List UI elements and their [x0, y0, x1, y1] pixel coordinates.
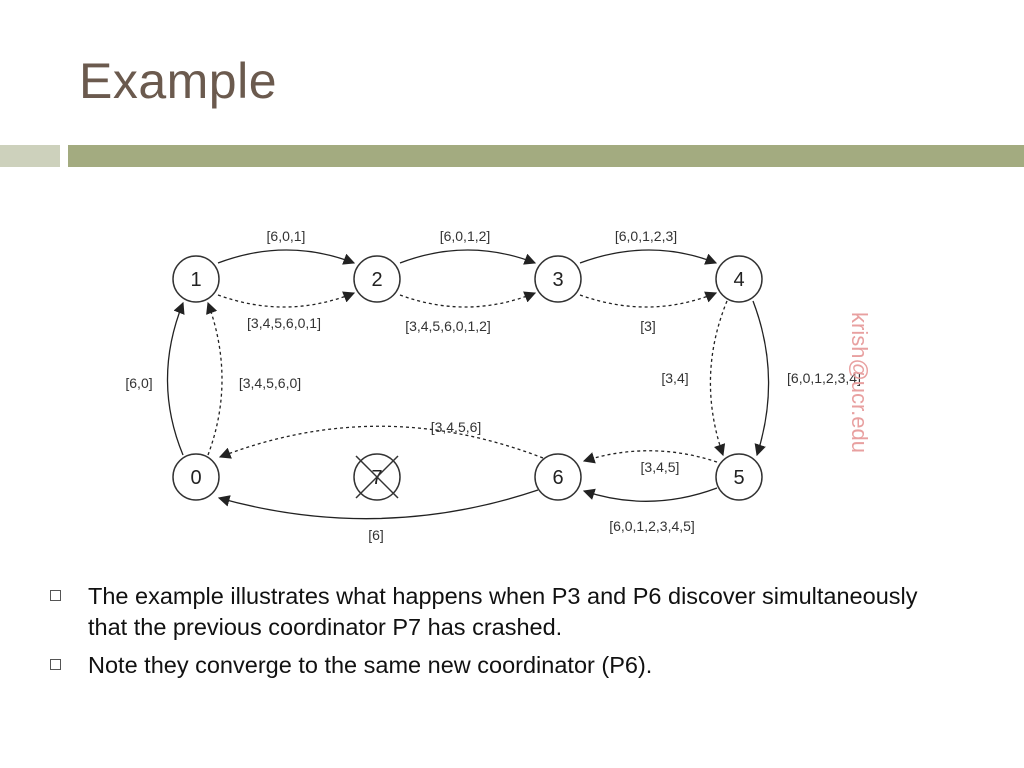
edge-label-5-6-dotted: [3,4,5]	[641, 459, 680, 475]
node-1-label: 1	[190, 269, 201, 291]
node-4-label: 4	[733, 269, 744, 291]
node-5: 5	[715, 453, 763, 501]
node-6-label: 6	[552, 467, 563, 489]
edge-label-6-0-dotted: [3,4,5,6]	[431, 419, 482, 435]
edge-5-6-solid	[582, 487, 718, 502]
bullet-text: The example illustrates what happens whe…	[88, 583, 918, 640]
edge-label-1-2-solid: [6,0,1]	[267, 228, 306, 244]
edge-3-4-solid	[579, 249, 718, 265]
edge-1-2-dotted	[217, 291, 356, 308]
node-1: 1	[172, 255, 220, 303]
edge-0-1-solid	[166, 301, 185, 456]
edge-label-4-5-solid: [6,0,1,2,3,4]	[787, 370, 861, 386]
edge-3-4-dotted	[579, 291, 718, 308]
edge-label-5-6-solid: [6,0,1,2,3,4,5]	[609, 518, 695, 534]
edges	[166, 249, 770, 520]
slide-title: Example	[79, 53, 278, 109]
edge-1-2-solid	[217, 249, 356, 265]
edge-6-0-dotted	[218, 425, 544, 459]
edge-label-2-3-dotted: [3,4,5,6,0,1,2]	[405, 318, 491, 334]
bullet-list: The example illustrates what happens whe…	[50, 581, 950, 688]
crash-cross-line-b	[355, 455, 399, 499]
bullet-square-icon	[50, 590, 61, 601]
edge-label-6-0-solid: [6]	[368, 527, 384, 543]
edge-label-0-1-dotted: [3,4,5,6,0]	[239, 375, 301, 391]
edge-2-3-dotted	[399, 291, 537, 308]
edge-label-1-2-dotted: [3,4,5,6,0,1]	[247, 315, 321, 331]
edge-label-3-4-dotted: [3]	[640, 318, 656, 334]
node-2: 2	[353, 255, 401, 303]
bullet-item: Note they converge to the same new coord…	[50, 650, 950, 681]
node-7-crashed: 7	[353, 453, 401, 501]
node-4: 4	[715, 255, 763, 303]
nodes: 1 2 3 4 0 7 6 5	[172, 255, 763, 501]
edge-5-6-dotted	[582, 450, 718, 464]
edge-labels: [6,0,1] [3,4,5,6,0,1] [6,0,1,2] [3,4,5,6…	[125, 228, 861, 543]
edge-label-4-5-dotted: [3,4]	[661, 370, 688, 386]
bullet-square-icon	[50, 659, 61, 670]
node-2-label: 2	[371, 269, 382, 291]
title-divider-bar	[68, 145, 1024, 167]
edge-2-3-solid	[399, 249, 537, 265]
node-3-label: 3	[552, 269, 563, 291]
node-0-label: 0	[190, 467, 201, 489]
edge-4-5-solid	[752, 300, 770, 457]
node-6: 6	[534, 453, 582, 501]
bullet-item: The example illustrates what happens whe…	[50, 581, 950, 643]
edge-label-3-4-solid: [6,0,1,2,3]	[615, 228, 677, 244]
edge-label-0-1-solid: [6,0]	[125, 375, 152, 391]
node-0: 0	[172, 453, 220, 501]
edge-4-5-dotted	[709, 300, 728, 457]
node-3: 3	[534, 255, 582, 303]
edge-6-0-solid	[217, 489, 539, 520]
title-divider-left	[0, 145, 60, 167]
node-5-label: 5	[733, 467, 744, 489]
edge-label-2-3-solid: [6,0,1,2]	[440, 228, 491, 244]
bullet-text: Note they converge to the same new coord…	[88, 652, 653, 678]
edge-0-1-dotted	[206, 301, 223, 456]
author-watermark: krish@ucr.edu	[847, 312, 872, 453]
